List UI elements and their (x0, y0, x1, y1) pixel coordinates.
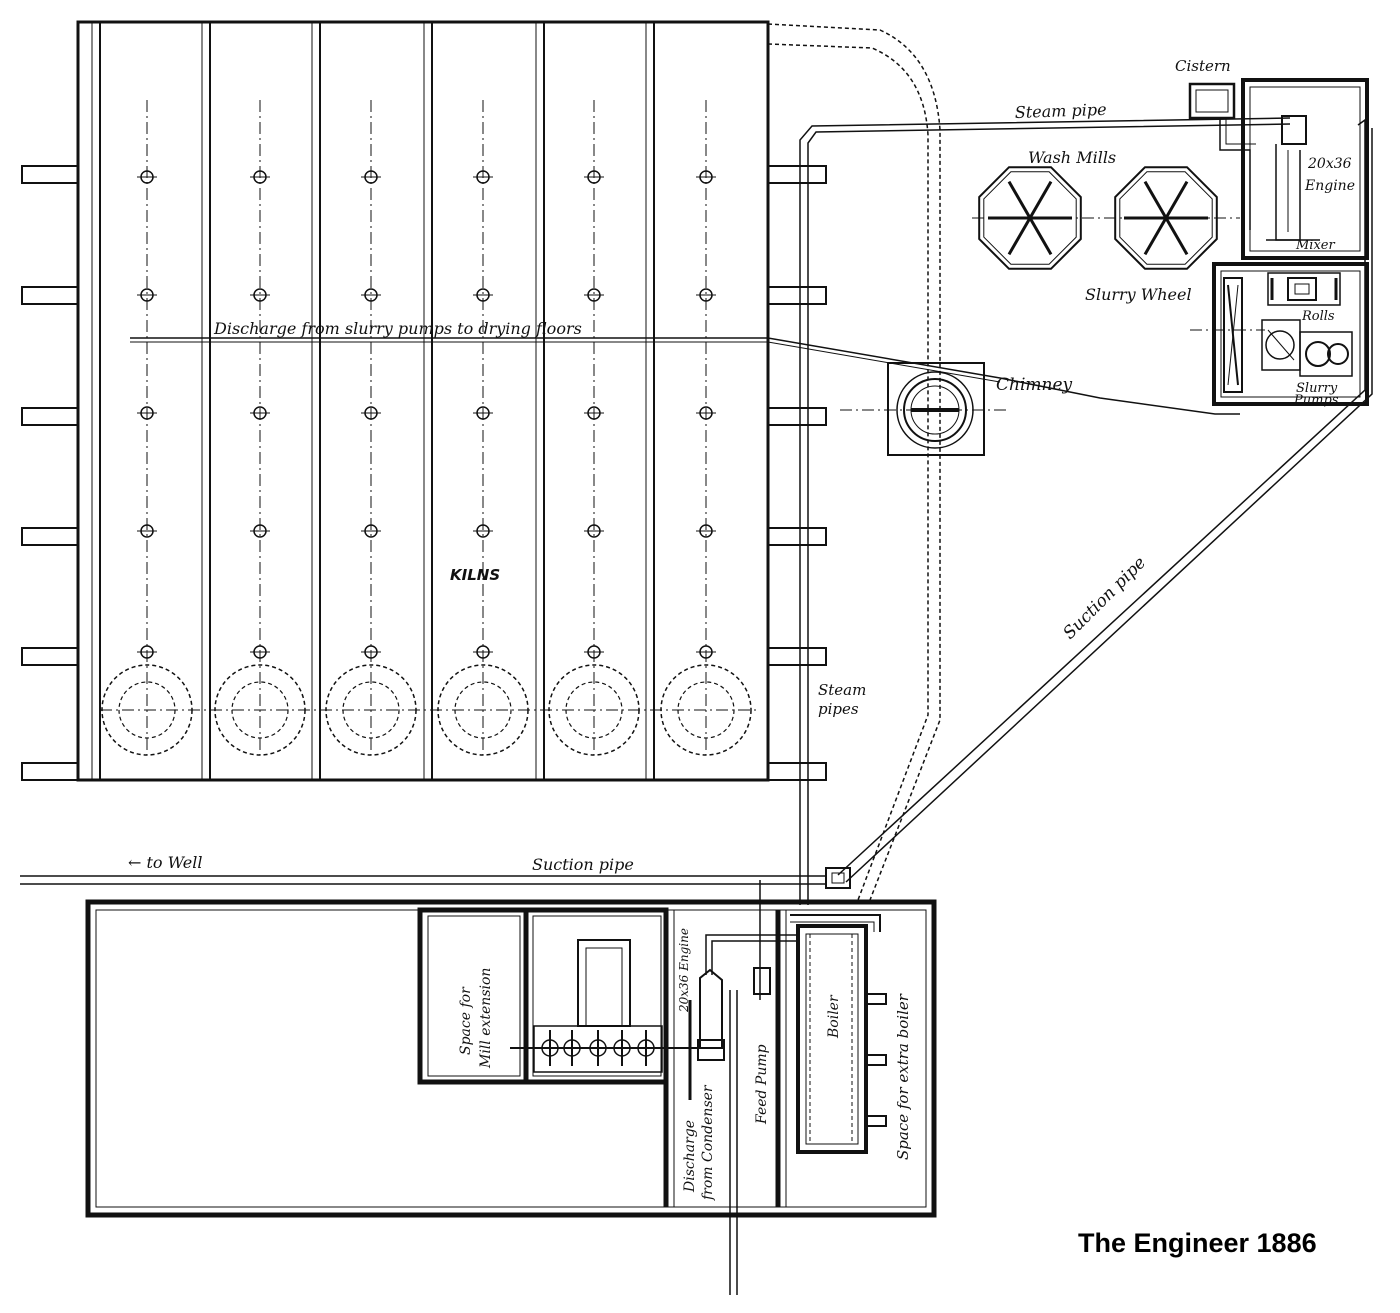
to-well-label: ← to Well (128, 853, 202, 872)
buttress-right-1 (767, 286, 827, 305)
cistern-label: Cistern (1175, 57, 1231, 75)
slurry-wheel-label: Slurry Wheel (1085, 285, 1192, 304)
buttress-right-5 (767, 762, 827, 781)
steam-pipe-label: Steam pipe (1014, 100, 1106, 122)
discharge-condenser-label-2: from Condenser (700, 1084, 716, 1201)
kilns-label: KILNS (450, 566, 500, 584)
discharge-pipe (130, 337, 1240, 415)
wash-mill-arm-1-2 (1143, 180, 1189, 256)
chimney-label: Chimney (996, 375, 1073, 395)
boiler-stub-1 (865, 1054, 887, 1066)
discharge-condenser-label-1: Discharge (682, 1120, 698, 1193)
boiler-label: Boiler (826, 994, 842, 1039)
kiln-buttresses (21, 165, 827, 781)
suction-pipe-horizontal (20, 867, 851, 889)
boiler-stub-0 (865, 993, 887, 1005)
slurry-pumps-label-1: Slurry (1296, 381, 1338, 396)
slurry-pumps-label-2: Pumps (1293, 393, 1339, 408)
space-extra-boiler-label: Space for extra boiler (894, 993, 912, 1160)
kiln-block (21, 20, 827, 782)
space-mill-label-1: Space for (458, 986, 474, 1055)
steam-pipes-label-2: pipes (818, 700, 859, 718)
engine-size-label: 20x36 (1307, 156, 1352, 172)
feed-pump-label: Feed Pump (754, 1044, 770, 1125)
buttress-left-1 (21, 286, 79, 305)
buttress-left-2 (21, 407, 79, 426)
engine-label: Engine (1304, 178, 1355, 194)
mixer-label: Mixer (1295, 238, 1335, 253)
boiler-stub-2 (865, 1115, 887, 1127)
kiln-chamber-walls (91, 22, 655, 780)
buttress-right-2 (767, 407, 827, 426)
wash-mills-label: Wash Mills (1028, 148, 1116, 167)
wash-mill-rim-1 (1119, 171, 1213, 265)
buttress-left-4 (21, 647, 79, 666)
cistern (1188, 82, 1256, 230)
wash-mills (972, 166, 1240, 270)
suction-pipe-horizontal-label: Suction pipe (532, 855, 634, 874)
buttress-right-0 (767, 165, 827, 184)
buttress-right-4 (767, 647, 827, 666)
slurry-room (1190, 262, 1369, 406)
engine-house-top (1241, 78, 1369, 260)
dotted-service-pipes (767, 23, 941, 901)
mill-building (85, 880, 937, 1295)
steam-pipe (799, 117, 1291, 905)
wash-mill-rim-0 (983, 171, 1077, 265)
buttress-left-0 (21, 165, 79, 184)
wash-mill-0 (978, 166, 1082, 270)
suction-pipe-diagonal (837, 118, 1373, 883)
credit-caption: The Engineer 1886 (1078, 1228, 1317, 1258)
buttress-left-3 (21, 527, 79, 546)
buttress-right-3 (767, 527, 827, 546)
rolls-label: Rolls (1301, 309, 1335, 324)
space-mill-label-2: Mill extension (478, 968, 494, 1069)
chimney (840, 362, 1010, 456)
wash-mill-arm-0-2 (1007, 180, 1053, 256)
steam-pipes-label-1: Steam (818, 681, 866, 699)
line-shafting-pulleys (541, 1030, 655, 1066)
buttress-left-5 (21, 762, 79, 781)
wash-mill-1 (1114, 166, 1218, 270)
boiler-flue-stubs (865, 993, 887, 1127)
discharge-slurry-label: Discharge from slurry pumps to drying fl… (213, 319, 582, 338)
engine-bottom-label: 20x36 Engine (677, 928, 691, 1013)
